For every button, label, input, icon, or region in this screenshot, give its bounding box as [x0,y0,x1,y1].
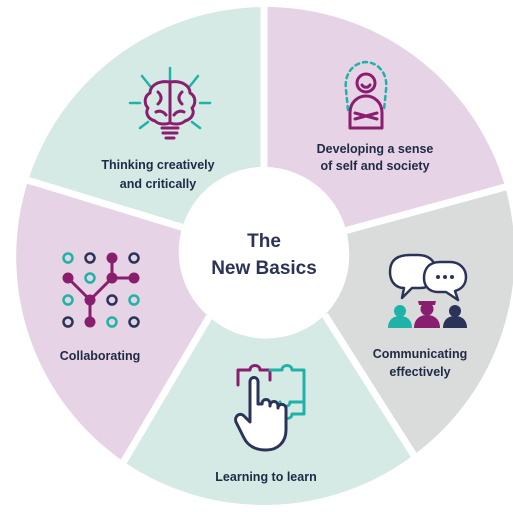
segment-thinking [28,7,265,228]
segment-dividers [20,0,513,470]
label-developing-line2: of self and society [320,159,429,173]
label-learning: Learning to learn [215,470,316,484]
label-communicating-line1: Communicating [373,347,467,361]
puzzle-hand-icon [234,364,306,452]
label-developing-line1: Developing a sense [317,142,434,156]
segment-collaborating [16,180,210,462]
segment-developing [264,6,506,231]
label-thinking-line1: Thinking creatively [101,158,214,172]
network-dots-icon [62,252,140,328]
label-communicating-line2: effectively [389,365,450,379]
center-circle [179,167,349,337]
label-collaborating: Collaborating [60,349,141,363]
speech-bubbles-people-icon [388,253,468,328]
brain-lightbulb-icon [128,66,212,140]
label-thinking-line2: and critically [120,177,196,191]
center-title-line2: New Basics [211,258,317,279]
center-title-line1: The [247,231,281,252]
person-self-icon [344,60,388,130]
